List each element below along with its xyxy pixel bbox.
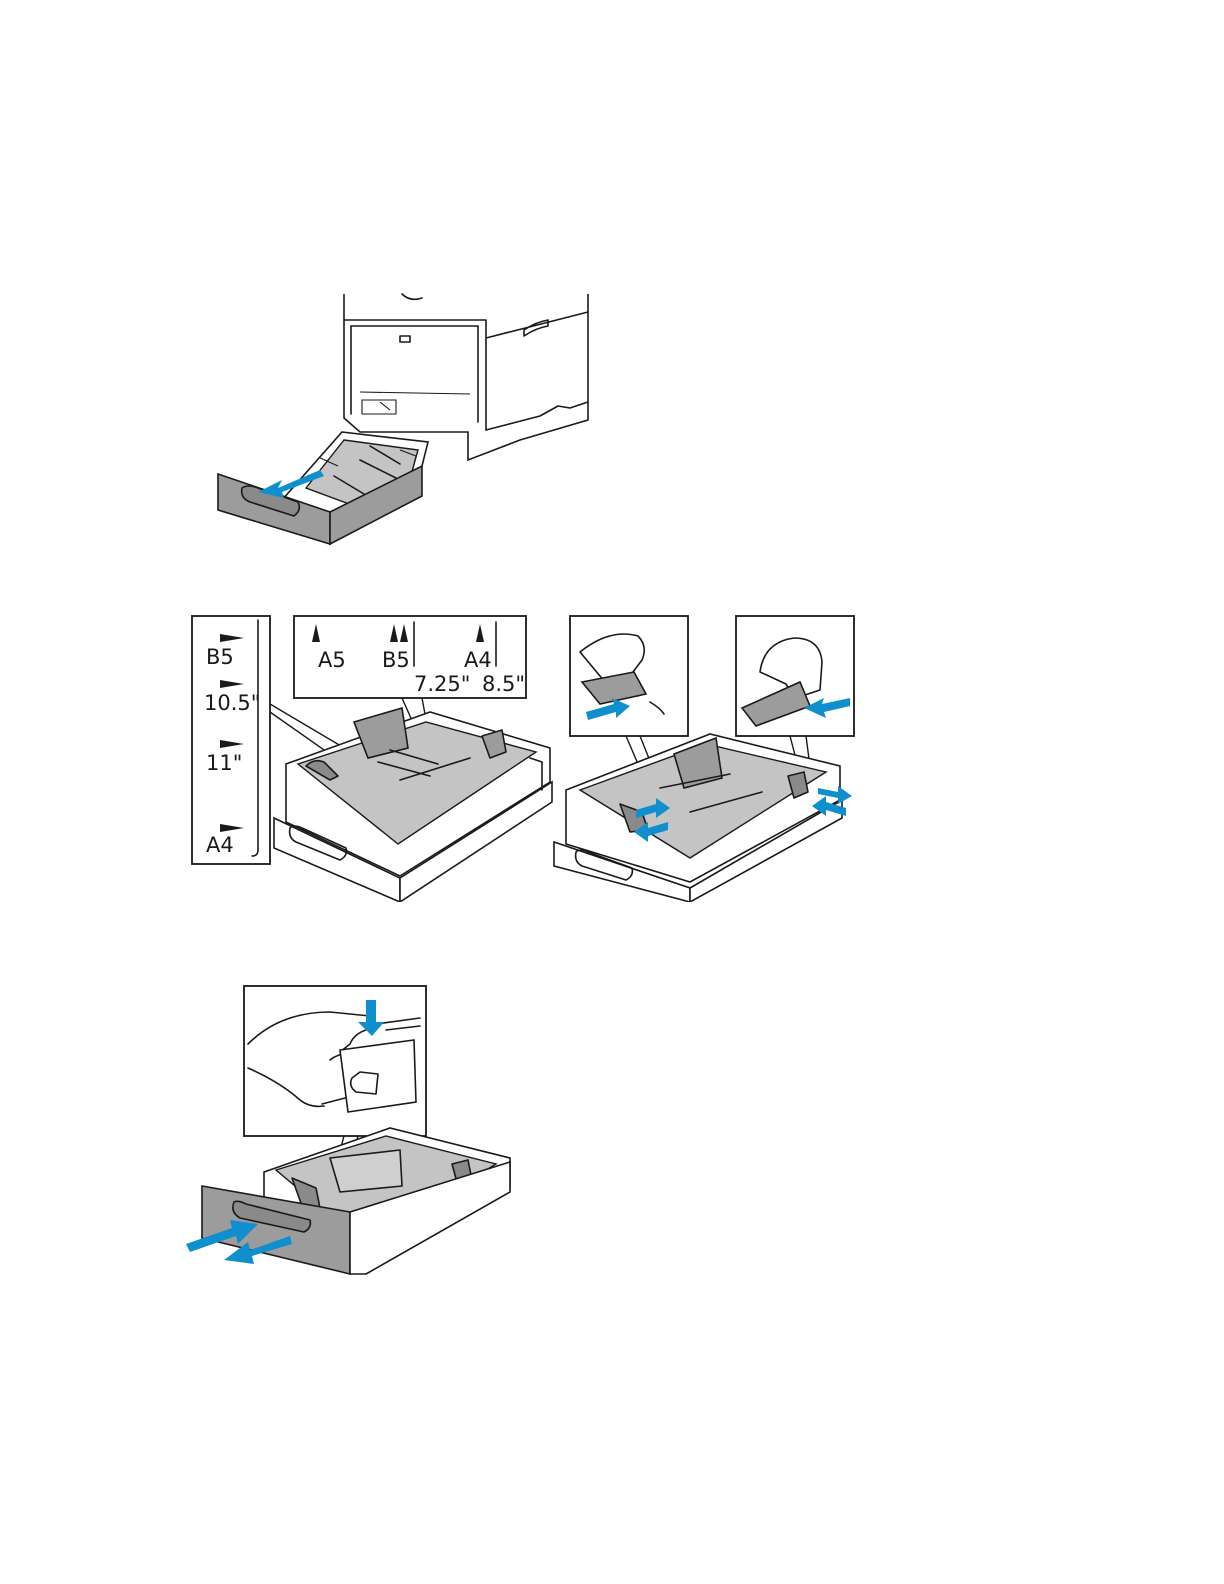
- scale-label-a5: A5: [318, 648, 346, 672]
- side-scale-callout: B5 10.5" 11" A4: [192, 616, 270, 864]
- top-scale-callout: A5 B5 A4 7.25" 8.5": [294, 616, 526, 698]
- scale-label-a4-top: A4: [464, 648, 492, 672]
- paper-tray-guides: [554, 734, 852, 902]
- scale-label-b5-side: B5: [206, 645, 234, 669]
- paper-tray-scales: [274, 708, 552, 902]
- scale-label-85in: 8.5": [482, 672, 525, 696]
- scale-label-a4-side: A4: [206, 833, 234, 857]
- scale-label-725in: 7.25": [414, 672, 470, 696]
- scale-label-11in: 11": [206, 751, 242, 775]
- paper-tray: [218, 432, 428, 544]
- printer-body: [344, 294, 588, 460]
- hand-callout-right: [736, 616, 854, 736]
- scale-label-105in: 10.5": [204, 691, 260, 715]
- figure-adjust-guides: B5 10.5" 11" A4 A5 B5 A4 7.25" 8.5": [190, 612, 870, 902]
- insert-callout: [244, 986, 426, 1136]
- scale-label-b5-top: B5: [382, 648, 410, 672]
- figure-tray-removal: [210, 290, 610, 550]
- figure-tray-insertion: [180, 982, 520, 1282]
- hand-callout-left: [570, 616, 688, 736]
